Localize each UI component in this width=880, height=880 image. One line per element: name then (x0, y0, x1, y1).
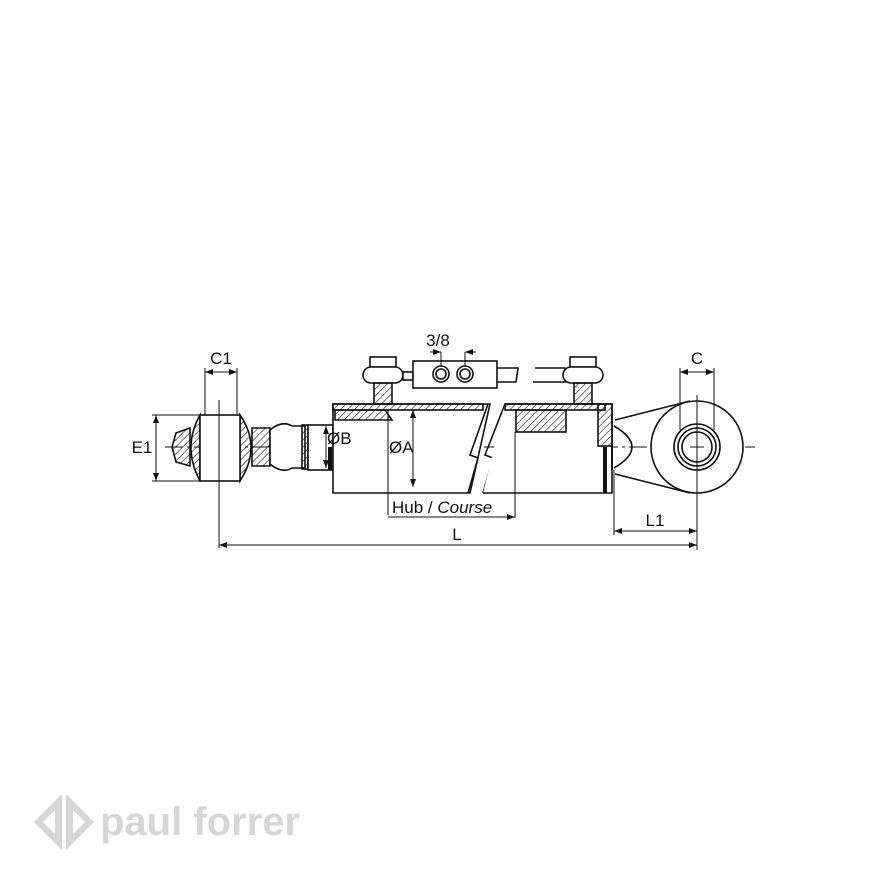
paul-forrer-logo: paul forrer (34, 794, 300, 850)
dim-label-e1: E1 (132, 438, 153, 457)
dim-label-c1: C1 (210, 349, 232, 368)
dim-label-stroke: Hub / Course (392, 498, 492, 517)
cylinder-body (328, 403, 613, 518)
dim-label-l: L (452, 525, 461, 544)
ball-joint (171, 400, 309, 548)
dim-label-l1: L1 (646, 511, 665, 530)
dim-label-fitting: 3/8 (426, 331, 450, 350)
dim-label-diam-b: ØB (327, 429, 352, 448)
dim-label-c: C (691, 349, 703, 368)
logo-text: paul forrer (100, 800, 300, 844)
dimension-lines (152, 349, 715, 548)
dim-label-diam-a: ØA (389, 438, 414, 457)
hose-fittings (362, 356, 604, 405)
clevis-eye (613, 395, 744, 550)
